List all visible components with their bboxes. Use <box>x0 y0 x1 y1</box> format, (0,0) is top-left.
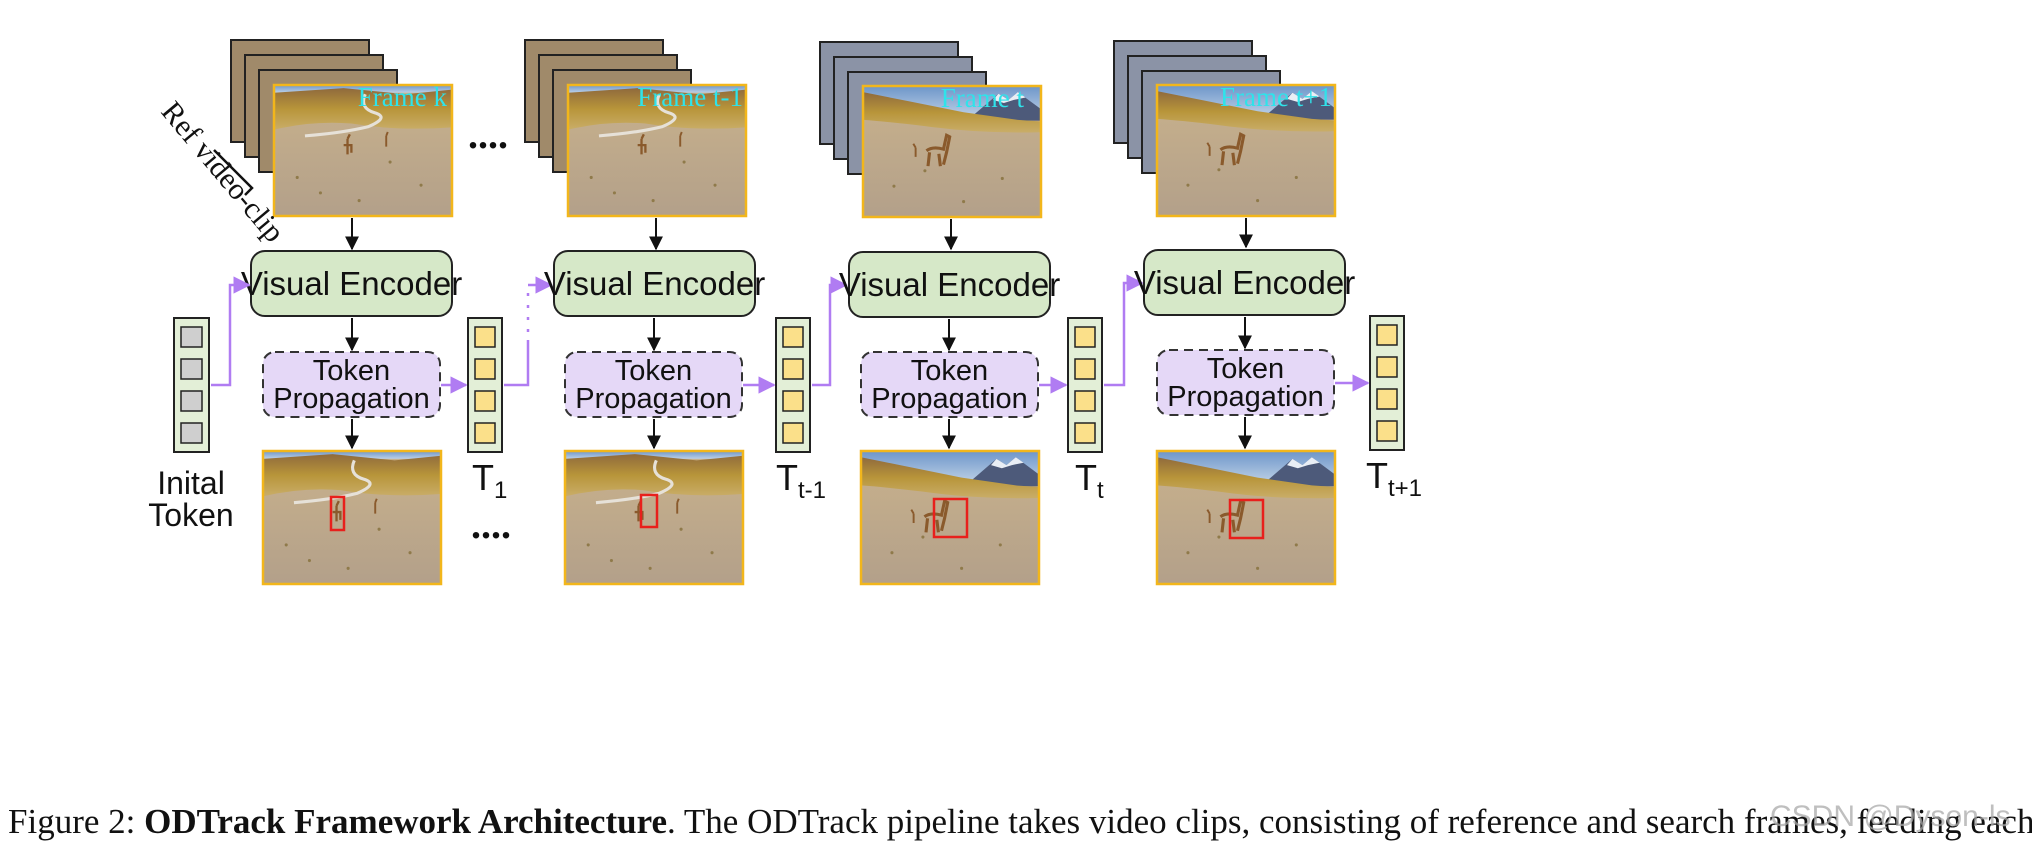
search-frame-4 <box>1155 449 1337 586</box>
ellipsis-bottom: .... <box>471 502 511 547</box>
search-frame-1 <box>261 449 443 586</box>
bounding-box <box>639 493 659 529</box>
column-4: Frame t+1 Visual Encoder Token Propagati… <box>1113 40 1355 586</box>
svg-text:Propagation: Propagation <box>871 383 1027 415</box>
svg-text:Token: Token <box>911 355 988 387</box>
ref-frame: Frame t <box>861 83 1043 219</box>
svg-text:Tt: Tt <box>1075 457 1104 504</box>
svg-text:Visual Encoder: Visual Encoder <box>1134 264 1355 301</box>
purple-arrow <box>1104 274 1144 387</box>
column-2: Frame t-1 Visual Encoder Token Propagati… <box>524 39 765 586</box>
svg-text:Visual Encoder: Visual Encoder <box>839 266 1060 303</box>
search-frame-3 <box>859 449 1041 586</box>
search-frame-2 <box>563 449 745 586</box>
svg-text:Token: Token <box>148 497 233 533</box>
visual-encoder-2: Visual Encoder <box>544 250 765 317</box>
frame-label-t: Frame t <box>941 83 1025 113</box>
column-1: Frame k Visual Encoder Token Propagation <box>230 39 462 586</box>
svg-text:Token: Token <box>313 355 390 387</box>
ref-frame: Frame k <box>272 82 454 218</box>
token-Tt-1: Tt-1 <box>775 317 826 504</box>
visual-encoder-3: Visual Encoder <box>839 251 1060 318</box>
visual-encoder-1: Visual Encoder <box>241 250 462 317</box>
token-propagation-4: Token Propagation <box>1156 349 1335 416</box>
frame-label-t+1: Frame t+1 <box>1220 82 1332 112</box>
frame-label-k: Frame k <box>358 82 448 112</box>
column-3: Frame t Visual Encoder Token Propagation <box>819 41 1060 586</box>
token-T1: T1 <box>467 317 507 504</box>
svg-text:T1: T1 <box>472 457 507 504</box>
bounding-box <box>932 497 969 539</box>
svg-text:Visual Encoder: Visual Encoder <box>241 265 462 302</box>
svg-text:Tt+1: Tt+1 <box>1366 455 1422 502</box>
token-propagation-3: Token Propagation <box>860 351 1039 418</box>
token-Tt: Tt <box>1067 317 1104 504</box>
svg-text:Visual Encoder: Visual Encoder <box>544 265 765 302</box>
ref-frame: Frame t+1 <box>1155 82 1337 218</box>
svg-text:Tt-1: Tt-1 <box>776 457 826 504</box>
visual-encoder-4: Visual Encoder <box>1134 249 1355 316</box>
svg-text:Inital: Inital <box>157 465 225 501</box>
purple-arrow <box>211 276 251 387</box>
svg-text:Propagation: Propagation <box>1167 381 1323 413</box>
purple-arrow <box>812 276 848 387</box>
ref-frame: Frame t-1 <box>566 82 748 218</box>
svg-text:Propagation: Propagation <box>575 383 731 415</box>
initial-token: Inital Token <box>148 317 234 533</box>
svg-text:Token: Token <box>615 355 692 387</box>
svg-text:Token: Token <box>1207 353 1284 385</box>
token-propagation-1: Token Propagation <box>262 351 441 418</box>
ellipsis-top: .... <box>468 112 508 157</box>
svg-text:Propagation: Propagation <box>273 383 429 415</box>
architecture-diagram: Frame k Visual Encoder Token Propagation… <box>148 39 1422 586</box>
frame-label-t-1: Frame t-1 <box>637 82 743 112</box>
purple-arrow-dotted <box>504 340 530 387</box>
bounding-box <box>1228 498 1265 540</box>
bounding-box <box>329 495 346 532</box>
watermark: CSDN @Dyson-ls <box>1770 800 2011 833</box>
figure-caption: Figure 2: ODTrack Framework Architecture… <box>8 802 2032 841</box>
token-Tt+1: Tt+1 <box>1366 315 1422 502</box>
token-propagation-2: Token Propagation <box>564 351 743 418</box>
